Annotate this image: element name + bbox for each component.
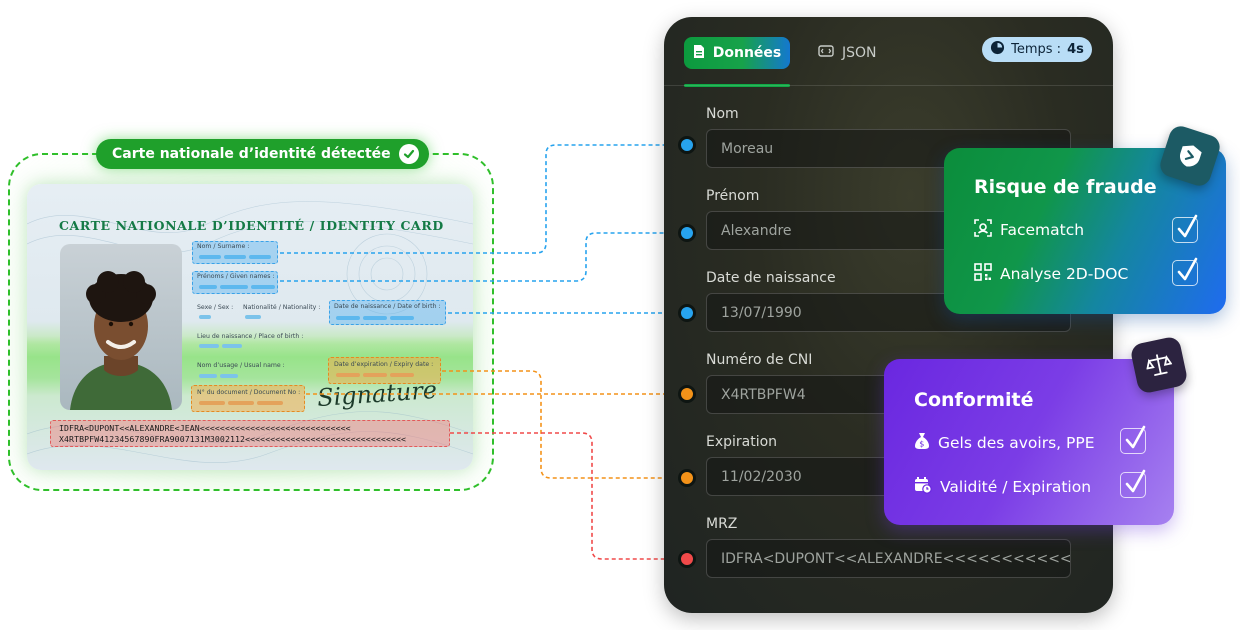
conformity-item-validite: Validité / Expiration [914, 476, 1091, 498]
timer-value: 4s [1067, 42, 1084, 57]
birth-place-value-bars [199, 344, 242, 348]
validite-checkbox[interactable] [1120, 469, 1146, 498]
fraud-item-2ddoc-label: Analyse 2D-DOC [1000, 265, 1129, 283]
gels-checkbox[interactable] [1120, 425, 1146, 454]
document-number-label: N° du document / Document No : [197, 389, 301, 396]
mrz-line-1: IDFRA<DUPONT<<ALEXANDRE<JEAN<<<<<<<<<<<<… [59, 423, 351, 433]
detection-badge-label: Carte nationale d’identité détectée [112, 146, 391, 162]
conformity-card: Conformité $ Gels des avoirs, PPE Validi… [884, 359, 1174, 525]
nationality-label: Nationalité / Nationality : [243, 304, 321, 311]
clock-icon [990, 40, 1005, 59]
expiry-highlight [328, 357, 441, 384]
expiry-value-bars [336, 373, 414, 377]
conformity-title: Conformité [914, 389, 1034, 411]
document-number-highlight [191, 385, 305, 412]
timer-label: Temps : [1011, 42, 1062, 57]
facematch-checkbox[interactable] [1172, 214, 1198, 243]
active-tab-indicator [684, 84, 790, 87]
conformity-item-gels: $ Gels des avoirs, PPE [914, 432, 1094, 454]
marker-dot-numero-cni [678, 385, 696, 403]
usual-name-value-bars [199, 374, 238, 378]
check-circle-icon [398, 144, 419, 164]
portrait-photo [60, 244, 182, 410]
usual-name-label: Nom d’usage / Usual name : [197, 362, 285, 369]
mrz-highlight [50, 420, 450, 447]
tab-donnees[interactable]: Données [684, 37, 790, 69]
surname-value-bars [199, 255, 271, 259]
marker-dot-expiration [678, 469, 696, 487]
2ddoc-checkbox[interactable] [1172, 257, 1198, 286]
tab-divider [664, 85, 1113, 86]
document-icon [693, 44, 705, 63]
svg-text:$: $ [919, 440, 924, 449]
birth-date-label: Date de naissance / Date of birth : [334, 303, 441, 310]
expiry-label: Date d’expiration / Expiry date : [334, 361, 434, 368]
identity-card-image: CARTE NATIONALE D’IDENTITÉ / IDENTITY CA… [27, 184, 473, 470]
sex-label: Sexe / Sex : [197, 304, 234, 311]
birth-date-highlight [329, 300, 446, 325]
marker-dot-date-naissance [678, 304, 696, 322]
birth-place-label: Lieu de naissance / Place of birth : [197, 333, 304, 340]
field-label-nom: Nom [706, 106, 739, 122]
conformity-item-validite-label: Validité / Expiration [940, 478, 1092, 496]
marker-dot-mrz [678, 550, 696, 568]
tab-json-label: JSON [842, 45, 877, 61]
detection-badge: Carte nationale d’identité détectée [96, 139, 429, 169]
field-label-mrz: MRZ [706, 516, 738, 532]
field-label-date-naissance: Date de naissance [706, 270, 836, 286]
fraud-item-facematch: Facematch [974, 219, 1084, 241]
surname-label: Nom / Surname : [197, 243, 250, 250]
fraud-item-2ddoc: Analyse 2D-DOC [974, 263, 1128, 285]
code-icon [818, 45, 834, 61]
tab-json[interactable]: JSON [818, 37, 877, 69]
card-title: CARTE NATIONALE D’IDENTITÉ / IDENTITY CA… [59, 218, 444, 233]
given-names-value-bars [199, 285, 275, 289]
face-scan-icon [974, 219, 992, 241]
nationality-value-bars [245, 315, 261, 319]
sex-value-bars [199, 315, 211, 319]
timer-badge: Temps : 4s [982, 37, 1092, 62]
marker-dot-prenom [678, 224, 696, 242]
given-names-label: Prénoms / Given names : [197, 273, 275, 280]
money-bag-icon: $ [914, 432, 930, 454]
field-label-expiration: Expiration [706, 434, 778, 450]
field-label-prenom: Prénom [706, 188, 760, 204]
qr-code-icon [974, 263, 992, 285]
fraud-item-facematch-label: Facematch [1000, 221, 1085, 239]
fraud-risk-title: Risque de fraude [974, 176, 1157, 198]
tab-donnees-label: Données [712, 45, 782, 61]
calendar-clock-icon [914, 476, 932, 498]
mrz-line-2: X4RTBPFW41234567890FRA9007131M3002112<<<… [59, 434, 407, 444]
document-number-value-bars [199, 401, 283, 405]
conformity-item-gels-label: Gels des avoirs, PPE [938, 434, 1095, 452]
field-input-mrz[interactable]: IDFRA<DUPONT<<ALEXANDRE<<<<<<<<<<<<<<<<<… [706, 539, 1071, 578]
field-label-numero-cni: Numéro de CNI [706, 352, 813, 368]
birth-date-value-bars [336, 316, 414, 320]
shield-icon [1157, 123, 1223, 189]
scales-icon [1129, 335, 1189, 395]
marker-dot-nom [678, 136, 696, 154]
